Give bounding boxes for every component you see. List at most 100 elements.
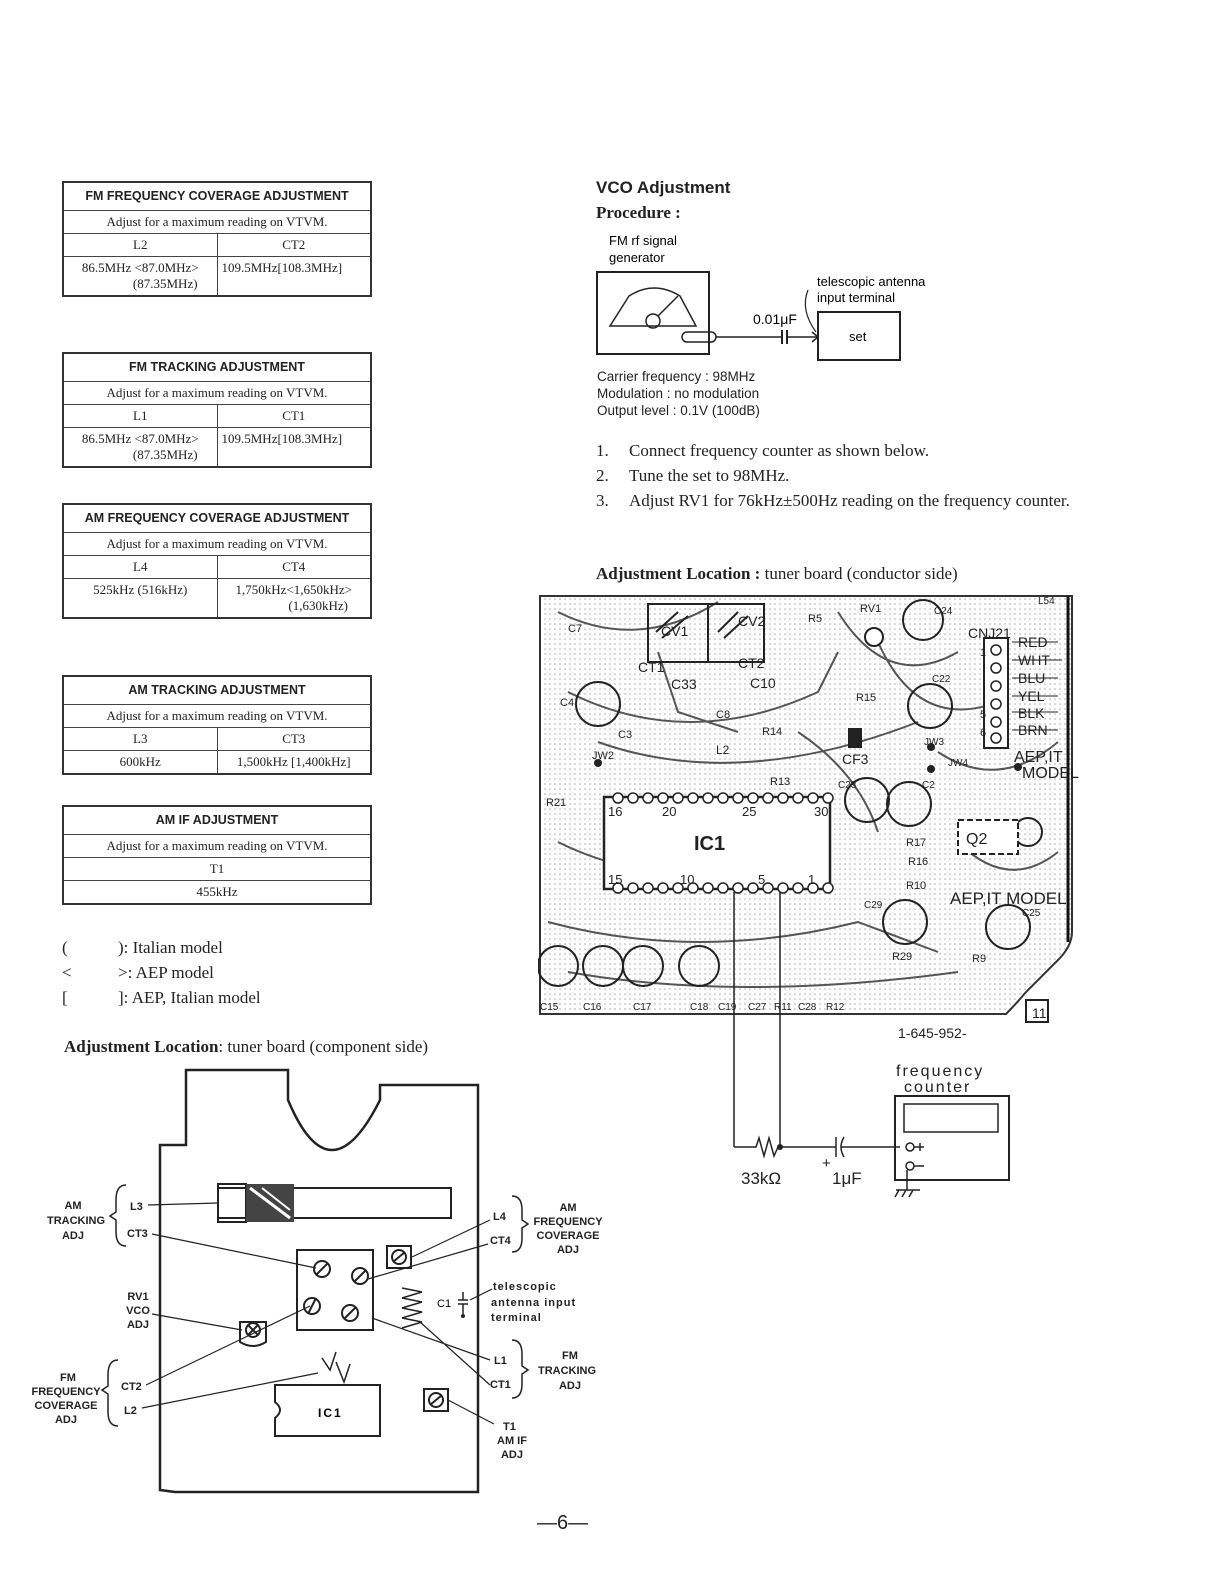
- table-header: L3: [62, 727, 218, 751]
- svg-text:input terminal: input terminal: [817, 290, 895, 305]
- table-title: AM IF ADJUSTMENT: [62, 805, 372, 835]
- pcb-label-r21: R21: [546, 797, 566, 809]
- pcb-label-r14: R14: [762, 726, 782, 738]
- ic1-label: IC1: [318, 1406, 343, 1420]
- pcb-label-c15: C15: [540, 1002, 559, 1013]
- pcb-label-r11: R11: [774, 1002, 792, 1013]
- pcb-pin-20: 20: [662, 804, 676, 819]
- table-header: CT4: [216, 555, 372, 579]
- pcb-pin-1: 1: [808, 872, 815, 887]
- antenna-terminal-label: telescopic antenna: [817, 274, 926, 289]
- svg-text:MODEL: MODEL: [1022, 765, 1079, 782]
- vco-setup-diagram: FM rf signal generator 0.01μF set telesc…: [596, 233, 926, 361]
- ic1-chip: [602, 795, 832, 891]
- conductor-side-pcb: CV1 CV2 CT1 CT2 R5 RV1 L54 CNJ21 C33 C10…: [538, 595, 1079, 1198]
- cap-label: 1μF: [832, 1169, 862, 1188]
- pcb-label-r10: R10: [906, 880, 926, 892]
- pcb-pin-30: 30: [814, 804, 828, 819]
- svg-text:COVERAGE: COVERAGE: [537, 1230, 600, 1242]
- pcb-label-r16: R16: [908, 856, 928, 868]
- set-box: [817, 311, 901, 361]
- table-title: AM TRACKING ADJUSTMENT: [62, 675, 372, 705]
- svg-text:VCO: VCO: [126, 1305, 150, 1317]
- table-header: CT2: [216, 233, 372, 257]
- fm-freq-coverage-adj-label: FM: [60, 1372, 76, 1384]
- l4-label: L4: [493, 1211, 507, 1223]
- table-cell: 455kHz: [62, 880, 372, 905]
- pcb-label-c19: C19: [718, 1002, 737, 1013]
- table-instruction: Adjust for a maximum reading on VTVM.: [62, 704, 372, 728]
- am-if-adj-label: AM IF: [497, 1435, 527, 1447]
- pcb-label-c29: C29: [864, 900, 883, 911]
- aep-it-model-label: AEP,IT: [1014, 749, 1063, 766]
- procedure-heading: Procedure :: [596, 203, 681, 222]
- table-cell: 86.5MHz <87.0MHz>(87.35MHz): [62, 256, 218, 297]
- svg-text:antenna input: antenna input: [491, 1297, 576, 1309]
- pcb-label-c2: C2: [922, 780, 935, 791]
- board-id: 11: [1032, 1005, 1047, 1021]
- table-header: L2: [62, 233, 218, 257]
- ct4-label: CT4: [490, 1235, 512, 1247]
- component-side-diagram: IC1 C1 AM TRACKING ADJ RV1 VCO ADJ FM FR…: [31, 1068, 603, 1494]
- pcb-label-c3: C3: [618, 729, 632, 741]
- telescopic-antenna-label: telescopic: [493, 1281, 557, 1293]
- am-tracking-table: AM TRACKING ADJUSTMENT Adjust for a maxi…: [62, 675, 372, 775]
- am-if-table: AM IF ADJUSTMENT Adjust for a maximum re…: [62, 805, 372, 905]
- table-title: FM TRACKING ADJUSTMENT: [62, 352, 372, 382]
- pcb-label-r9: R9: [972, 953, 986, 965]
- table-cell: 1,750kHz<1,650kHz>(1,630kHz): [216, 578, 372, 619]
- l3-label: L3: [130, 1201, 143, 1213]
- pcb-label-r12: R12: [826, 1002, 845, 1013]
- svg-text:ADJ: ADJ: [127, 1319, 149, 1331]
- table-cell: 109.5MHz[108.3MHz]: [216, 427, 372, 468]
- pcb-label-l2: L2: [716, 743, 730, 757]
- pcb-label-c27: C27: [748, 1002, 767, 1013]
- resistor-label: 33kΩ: [741, 1169, 781, 1188]
- pcb-label-c8: C8: [716, 709, 730, 721]
- svg-text:generator: generator: [609, 250, 665, 265]
- pcb-label-c28: C28: [798, 1002, 817, 1013]
- pcb-label-c25: C25: [1022, 908, 1041, 919]
- svg-text:COVERAGE: COVERAGE: [35, 1400, 98, 1412]
- t1-label: T1: [503, 1421, 516, 1433]
- pcb-label-c4: C4: [560, 697, 574, 709]
- pcb-label-r17: R17: [906, 837, 926, 849]
- pcb-pin-n6: 6: [980, 727, 986, 739]
- pcb-label-cv1: CV1: [661, 623, 688, 639]
- pcb-label-r5: R5: [808, 613, 822, 625]
- table-instruction: Adjust for a maximum reading on VTVM.: [62, 210, 372, 234]
- legend-aep: <>: AEP model: [62, 963, 214, 982]
- pcb-label-ic1: IC1: [694, 833, 725, 855]
- page-number: —6—: [537, 1512, 589, 1534]
- pcb-label-ct2: CT2: [738, 655, 765, 671]
- pcb-pin-n5: 5: [980, 709, 986, 721]
- am-freq-coverage-adj-label: AM: [559, 1202, 576, 1214]
- fm-frequency-coverage-table: FM FREQUENCY COVERAGE ADJUSTMENT Adjust …: [62, 181, 372, 297]
- table-header: L4: [62, 555, 218, 579]
- pcb-label-r13: R13: [770, 776, 790, 788]
- aep-it-model-label-2: AEP,IT MODEL: [950, 889, 1067, 908]
- fm-tracking-adj-label: FM: [562, 1350, 578, 1362]
- pcb-label-cv2: CV2: [738, 613, 765, 629]
- pcb-pin-n1: 1: [980, 647, 986, 659]
- set-label: set: [849, 329, 867, 344]
- svg-text:TRACKING: TRACKING: [538, 1365, 596, 1377]
- pcb-pin-10: 10: [680, 872, 694, 887]
- table-instruction: Adjust for a maximum reading on VTVM.: [62, 834, 372, 858]
- left-location-heading: Adjustment Location: tuner board (compon…: [64, 1037, 429, 1056]
- table-title: FM FREQUENCY COVERAGE ADJUSTMENT: [62, 181, 372, 211]
- table-cell: 525kHz (516kHz): [62, 578, 218, 619]
- svg-text:FREQUENCY: FREQUENCY: [31, 1386, 101, 1398]
- frequency-counter: [894, 1095, 1010, 1181]
- list-item: 3.Adjust RV1 for 76kHz±500Hz reading on …: [596, 491, 1070, 510]
- am-frequency-coverage-table: AM FREQUENCY COVERAGE ADJUSTMENT Adjust …: [62, 503, 372, 619]
- pcb-pin-5: 5: [758, 872, 765, 887]
- table-title: AM FREQUENCY COVERAGE ADJUSTMENT: [62, 503, 372, 533]
- vco-title: VCO Adjustment: [596, 178, 731, 197]
- l2-label: L2: [124, 1405, 137, 1417]
- pcb-label-c17: C17: [633, 1002, 652, 1013]
- table-cell: 86.5MHz <87.0MHz>(87.35MHz): [62, 427, 218, 468]
- list-item: 1.Connect frequency counter as shown bel…: [596, 441, 930, 460]
- table-header: CT3: [216, 727, 372, 751]
- pcb-label-c18: C18: [690, 1002, 709, 1013]
